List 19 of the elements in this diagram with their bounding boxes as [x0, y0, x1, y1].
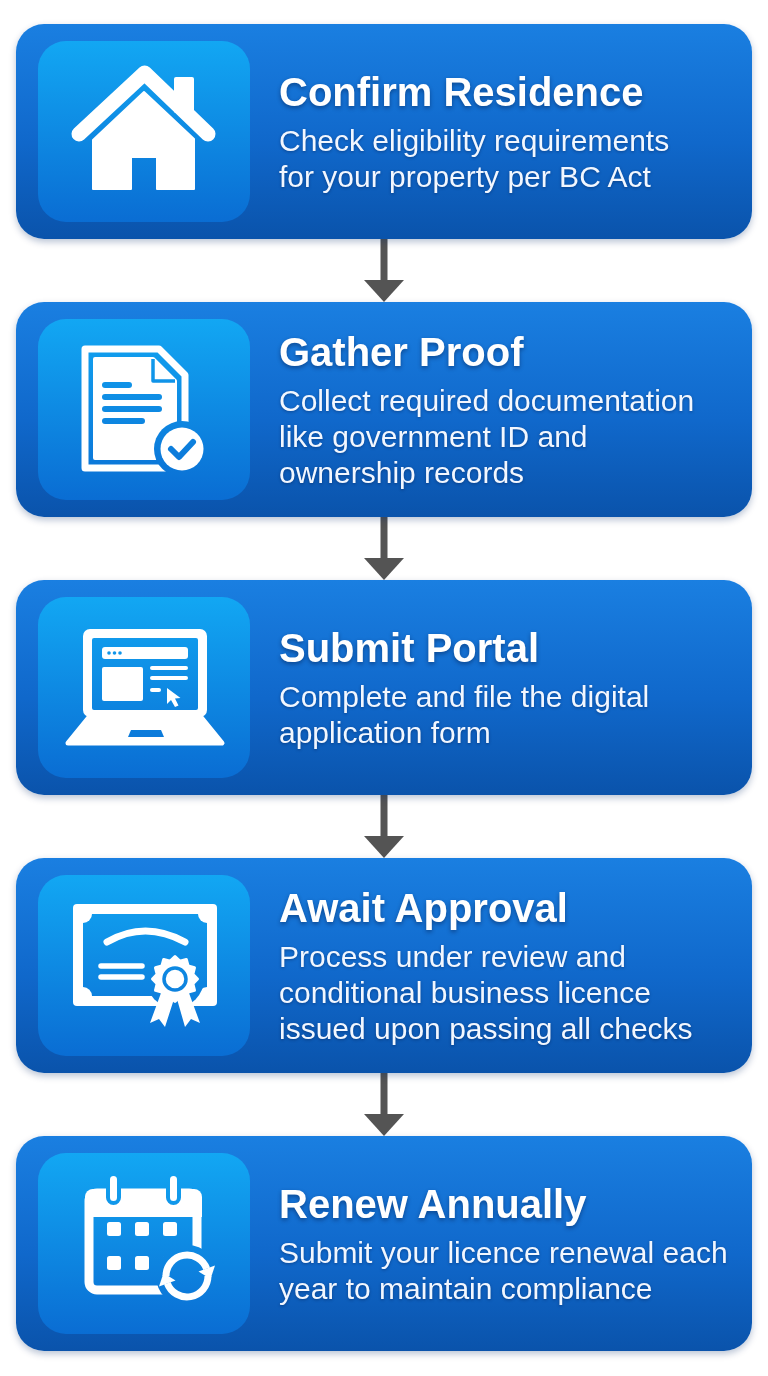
step-title: Renew Annually	[279, 1180, 588, 1228]
arrow	[364, 239, 404, 302]
arrow	[364, 1073, 404, 1136]
step-card	[16, 302, 752, 517]
step-title: Await Approval	[279, 884, 569, 932]
step-title: Submit Portal	[279, 624, 541, 672]
step-description: Complete and file the digital application form	[279, 678, 651, 751]
step-description: Collect required documentation like government ID and ownership records	[279, 382, 696, 491]
step-description: Submit your licence renewal each year to maintain compliance	[279, 1234, 729, 1307]
step-title: Confirm Residence	[279, 68, 645, 116]
step-card	[16, 1136, 752, 1351]
step-description: Process under review and conditional business licence issued upon passing all checks	[279, 938, 694, 1047]
step-card	[16, 24, 752, 239]
arrow	[364, 795, 404, 858]
step-card	[16, 858, 752, 1073]
step-card	[16, 580, 752, 795]
arrow	[364, 517, 404, 580]
step-description: Check eligibility requirements for your property per BC Act	[279, 122, 671, 195]
step-title: Gather Proof	[279, 328, 525, 376]
